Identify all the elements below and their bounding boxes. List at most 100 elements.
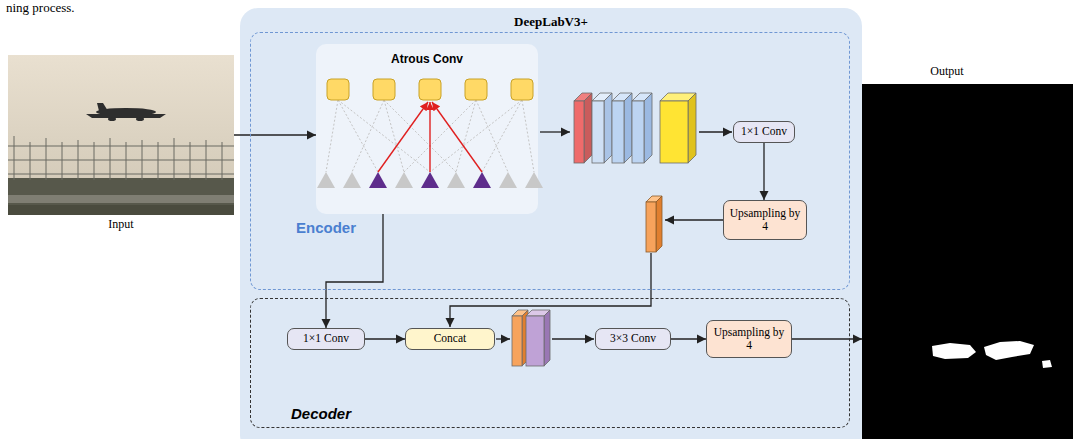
upsampled-feature-map-part — [646, 202, 656, 252]
input-photo-part — [8, 195, 234, 203]
lattice-line-part — [522, 100, 534, 172]
conv-box: 1×1 Conv — [287, 328, 365, 350]
feature-map-stack-part — [624, 93, 632, 163]
flow-arrow-part — [665, 219, 724, 220]
input-neuron-part — [395, 172, 413, 188]
upsampled-feature-map — [646, 196, 662, 252]
flow-arrow-part — [496, 338, 510, 339]
atrous-link-part — [432, 102, 482, 172]
output-neuron — [327, 79, 533, 100]
input-photo-part-part — [97, 103, 108, 111]
lattice-line-part — [338, 100, 430, 172]
output-neuron-part — [511, 79, 533, 100]
flow-arrow — [365, 338, 405, 339]
image-caption: Input — [8, 217, 234, 232]
concat-feature-map-part — [512, 316, 522, 366]
conv-box: 3×3 Conv — [595, 328, 671, 350]
concat-feature-map-part — [544, 310, 550, 366]
input-photo-part-part — [46, 138, 47, 180]
output-image: Output — [862, 62, 1073, 439]
input-neuron-part — [447, 172, 465, 188]
input-photo-part-part — [174, 138, 175, 180]
concat-feature-map-part — [526, 316, 544, 366]
lattice-line-part — [384, 100, 456, 172]
input-photo-part-part — [8, 160, 234, 161]
box-label: Upsampling by 4 — [728, 207, 802, 233]
model-panel: DeepLabV3+EncoderAtrous Conv1×1 ConvUpsa… — [240, 8, 862, 439]
lattice-line-part — [430, 100, 522, 172]
input-photo-part-part — [136, 117, 144, 121]
lattice-line-part — [338, 100, 378, 172]
output-neuron-part — [373, 79, 395, 100]
input-photo-part — [8, 55, 234, 215]
feature-map-stack — [574, 93, 696, 163]
flow-arrow — [450, 132, 732, 339]
feature-map-stack-part — [612, 101, 624, 163]
lattice-line-part — [326, 100, 338, 172]
lattice-line-part — [404, 100, 476, 172]
flow-arrow — [792, 338, 862, 339]
feature-map-stack-part — [574, 101, 584, 163]
atrous-link — [378, 102, 482, 172]
lattice-line-part — [456, 100, 476, 172]
box-label: Concat — [434, 332, 467, 345]
lattice-line-part — [482, 100, 522, 172]
input-photo — [8, 55, 234, 215]
upsampled-feature-map-part — [656, 196, 662, 252]
feature-map-stack-part — [660, 101, 688, 163]
atrous-panel — [316, 44, 538, 214]
input-neuron-part — [499, 172, 517, 188]
input-image: Input — [8, 55, 234, 235]
model-panel — [240, 8, 862, 439]
input-photo-part — [86, 103, 166, 121]
flow-arrow — [763, 143, 764, 200]
upsampling-box: Upsampling by 4 — [706, 320, 792, 358]
box-label: 1×1 Conv — [741, 125, 787, 138]
output-mask-part — [984, 341, 1034, 360]
input-photo-part-part — [206, 140, 207, 180]
feature-map-stack-part — [592, 101, 604, 163]
input-neuron-part — [525, 172, 543, 188]
input-photo-part-part — [126, 142, 127, 180]
feature-map-stack-part — [644, 93, 652, 163]
output-mask-part — [1042, 360, 1052, 368]
flow-arrow — [671, 338, 706, 339]
lattice-line-part — [352, 100, 384, 172]
atrous-link-part — [378, 102, 428, 172]
output-mask — [862, 84, 1073, 439]
box-label: 3×3 Conv — [610, 332, 656, 345]
input-photo-part-part — [86, 114, 166, 118]
input-photo-part-part — [30, 142, 31, 180]
flow-arrow-part — [450, 253, 651, 327]
box-label: Upsampling by 4 — [711, 326, 787, 352]
lattice-line — [326, 100, 534, 172]
input-photo-part-part — [78, 140, 79, 180]
flow-arrow-part — [552, 338, 594, 339]
input-neuron-part — [343, 172, 361, 188]
upsampling-box: Upsampling by 4 — [723, 200, 807, 240]
encoder-region: EncoderAtrous Conv1×1 ConvUpsampling by … — [250, 32, 850, 290]
input-photo-part-part — [222, 142, 223, 180]
concat-box: Concat — [405, 328, 495, 350]
input-photo-part-part — [8, 174, 234, 175]
input-neuron-part — [421, 172, 439, 188]
region-title: Decoder — [291, 405, 351, 422]
lattice-line-part — [476, 100, 508, 172]
input-photo-part-part — [62, 142, 63, 180]
feature-map-stack-part — [632, 101, 644, 163]
page-fragment: ning process. — [6, 0, 75, 16]
feature-map-stack-part — [584, 93, 592, 163]
input-photo-part-part — [8, 146, 234, 147]
conv-box: 1×1 Conv — [733, 121, 795, 143]
input-photo-part — [8, 205, 234, 215]
output-neuron-part — [419, 79, 441, 100]
box-label: 1×1 Conv — [303, 332, 349, 345]
input-photo-part-part — [108, 117, 116, 121]
decoder-region: Decoder 1×1 Conv Concat 3×3 Conv Upsampling … — [250, 298, 850, 428]
atrous-link-part — [429, 102, 430, 172]
concat-feature-map — [512, 310, 550, 366]
input-photo-part-part — [94, 142, 95, 180]
output-neuron-part — [465, 79, 487, 100]
